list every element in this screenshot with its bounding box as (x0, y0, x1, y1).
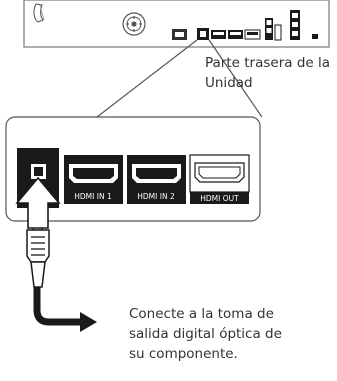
optical-cable-line (33, 285, 80, 326)
cable-direction-arrow (80, 312, 97, 332)
insert-direction-arrow (15, 176, 61, 229)
unit-rear-panel (23, 0, 330, 48)
zoom-callout-lines (96, 39, 263, 118)
optical-plug-icon (26, 221, 50, 288)
hdmi-out-label: HDMI OUT (200, 194, 239, 203)
connect-instruction-caption: Conecte a la toma de salida digital ópti… (129, 306, 282, 362)
hdmi-in-1-label: HDMI IN 1 (74, 192, 112, 201)
rear-panel-caption: Parte trasera de la Unidad (205, 55, 331, 91)
hdmi-in-2-port (127, 155, 186, 204)
hdmi-out-port (189, 154, 250, 204)
hdmi-in-2-label: HDMI IN 2 (137, 192, 175, 201)
hdmi-in-1-port (64, 155, 123, 204)
